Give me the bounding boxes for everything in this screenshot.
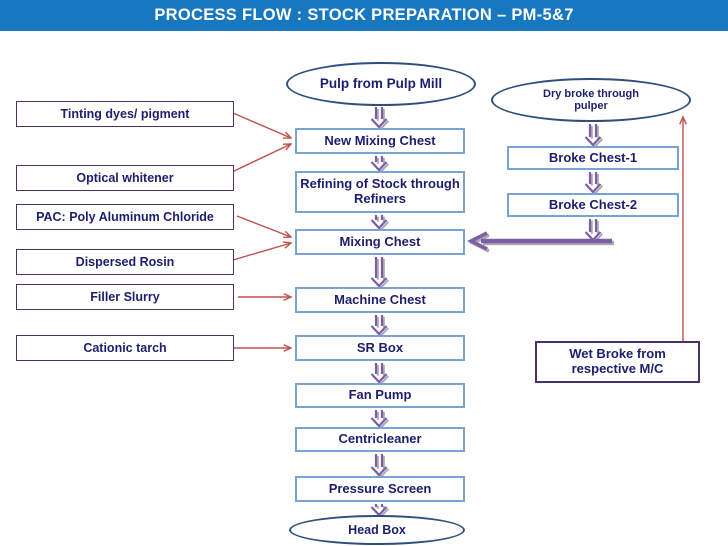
node-centricleaner: Centricleaner	[295, 427, 465, 452]
node-filler-slurry: Filler Slurry	[16, 284, 234, 310]
node-label: PAC: Poly Aluminum Chloride	[36, 210, 214, 224]
node-label: Broke Chest-1	[548, 149, 638, 165]
node-wet-broke-from-mc: Wet Broke from respective M/C	[535, 341, 700, 383]
node-label: Pressure Screen	[328, 480, 432, 496]
title-bar: PROCESS FLOW : STOCK PREPARATION – PM-5&…	[0, 0, 728, 31]
node-label: Centricleaner	[338, 431, 422, 447]
node-cationic-tarch: Cationic tarch	[16, 335, 234, 361]
node-new-mixing-chest: New Mixing Chest	[295, 128, 465, 154]
node-pulp-from-pulp-mill: Pulp from Pulp Mill	[286, 62, 476, 106]
node-label: Filler Slurry	[90, 290, 160, 304]
page-title: PROCESS FLOW : STOCK PREPARATION – PM-5&…	[154, 6, 574, 24]
node-pac-poly-aluminum-chloride: PAC: Poly Aluminum Chloride	[16, 204, 234, 230]
node-label: Pulp from Pulp Mill	[319, 76, 443, 92]
node-label: New Mixing Chest	[324, 132, 436, 148]
node-label: Dispersed Rosin	[75, 255, 175, 269]
node-dry-broke-through-pulper: Dry broke through pulper	[491, 78, 691, 122]
node-label: SR Box	[356, 339, 404, 355]
node-broke-chest-2: Broke Chest-2	[507, 193, 679, 217]
node-label: Refining of Stock through Refiners	[300, 176, 460, 206]
node-refining-of-stock: Refining of Stock through Refiners	[295, 171, 465, 213]
node-fan-pump: Fan Pump	[295, 383, 465, 408]
node-optical-whitener: Optical whitener	[16, 165, 234, 191]
node-label: Fan Pump	[348, 387, 412, 403]
node-label: Head Box	[348, 523, 406, 537]
node-sr-box: SR Box	[295, 335, 465, 361]
node-head-box: Head Box	[289, 515, 465, 545]
node-label: Broke Chest-2	[548, 196, 638, 212]
node-machine-chest: Machine Chest	[295, 287, 465, 313]
node-label: Optical whitener	[76, 171, 174, 185]
node-label: Dry broke through pulper	[543, 87, 639, 112]
node-label: Machine Chest	[334, 291, 426, 307]
node-dispersed-rosin: Dispersed Rosin	[16, 249, 234, 275]
node-label: Tinting dyes/ pigment	[60, 107, 190, 121]
node-tinting-dyes-pigment: Tinting dyes/ pigment	[16, 101, 234, 127]
node-broke-chest-1: Broke Chest-1	[507, 146, 679, 170]
node-pressure-screen: Pressure Screen	[295, 476, 465, 502]
node-label: Mixing Chest	[339, 233, 421, 249]
node-label: Cationic tarch	[83, 341, 167, 355]
node-label: Wet Broke from respective M/C	[569, 346, 666, 376]
node-mixing-chest: Mixing Chest	[295, 229, 465, 255]
